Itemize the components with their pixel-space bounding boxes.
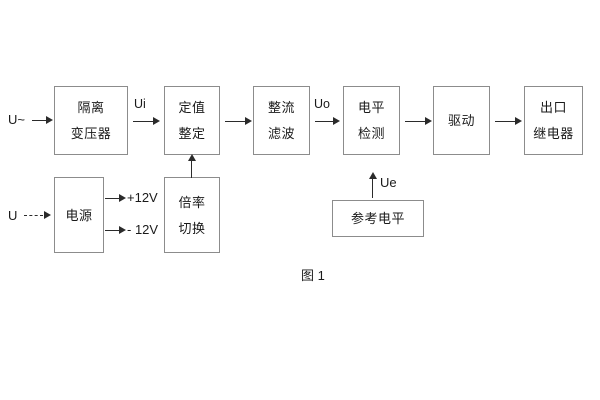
connector-ui-line [133,121,154,122]
arrow-rail-positive-icon [119,194,126,202]
block-drive: 驱动 [433,86,490,155]
block-isolation-transformer-line-1: 隔离 [77,100,105,115]
block-level-detect-line-2: 检测 [357,126,385,141]
signal-label-ue: Ue [380,175,397,190]
block-output-relay-line-2: 继电器 [533,126,574,141]
connector-rail-negative-line [105,230,120,231]
block-drive-line-1: 驱动 [447,113,475,128]
signal-label-rail-positive: +12V [127,190,158,205]
signal-label-ui: Ui [134,97,146,111]
block-multiplier-switch: 倍率 切换 [164,177,220,253]
block-rectify-filter-line-2: 滤波 [267,126,295,141]
arrow-input-ac-icon [46,116,53,124]
block-output-relay: 出口 继电器 [524,86,583,155]
block-isolation-transformer: 隔离 变压器 [54,86,128,155]
signal-label-input-ac: U~ [8,112,25,127]
block-isolation-transformer-line-2: 变压器 [70,126,112,141]
connector-drive-to-relay-line [495,121,516,122]
connector-level-to-drive-line [405,121,426,122]
connector-rail-positive-line [105,198,120,199]
arrow-uo-icon [333,117,340,125]
connector-input-dc-dashed-line [24,215,43,216]
signal-label-uo: Uo [314,97,330,111]
figure-caption: 图 1 [301,268,325,283]
block-rectify-filter-line-1: 整流 [267,100,295,115]
connector-ue-line [372,178,373,198]
arrow-level-to-drive-icon [425,117,432,125]
arrow-multiplier-to-setpoint-icon [188,154,196,161]
signal-label-input-dc: U [8,208,18,223]
block-output-relay-line-1: 出口 [539,100,567,115]
block-setpoint-adjust-line-2: 整定 [178,126,206,141]
block-level-detect-line-1: 电平 [357,100,385,115]
connector-input-ac-line [32,120,47,121]
connector-uo-line [315,121,334,122]
block-level-detect: 电平 检测 [343,86,400,155]
block-power-supply: 电源 [54,177,104,253]
arrow-ue-icon [369,172,377,179]
block-power-supply-line-1: 电源 [65,207,93,223]
block-rectify-filter: 整流 滤波 [253,86,310,155]
arrow-rail-negative-icon [119,226,126,234]
arrow-ui-icon [153,117,160,125]
block-reference-level-line-1: 参考电平 [350,211,405,226]
block-multiplier-switch-line-1: 倍率 [178,194,206,210]
arrow-drive-to-relay-icon [515,117,522,125]
connector-multiplier-to-setpoint-line [191,160,192,178]
block-setpoint-adjust: 定值 整定 [164,86,220,155]
block-multiplier-switch-line-2: 切换 [178,220,206,236]
connector-setpoint-to-rectify-line [225,121,246,122]
arrow-setpoint-to-rectify-icon [245,117,252,125]
signal-label-rail-negative: - 12V [127,222,159,237]
arrow-input-dc-icon [44,211,51,219]
block-reference-level: 参考电平 [332,200,424,237]
block-setpoint-adjust-line-1: 定值 [178,100,206,115]
